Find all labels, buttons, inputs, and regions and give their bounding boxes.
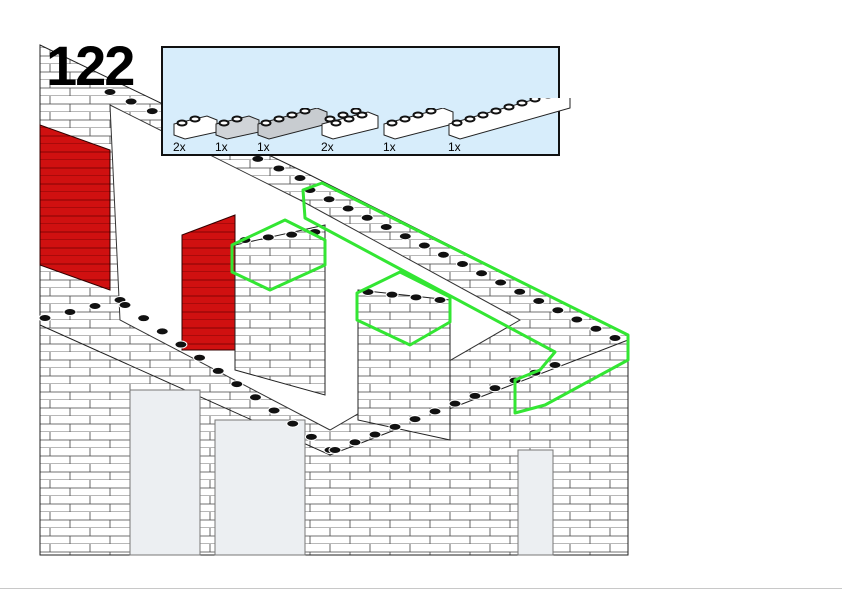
stud bbox=[385, 290, 399, 299]
stud bbox=[589, 324, 603, 333]
stud bbox=[408, 415, 422, 424]
highlight-brick-2x2-left bbox=[230, 218, 327, 292]
part-quantity: 2x bbox=[173, 140, 186, 154]
brick-icon bbox=[321, 108, 379, 140]
stud bbox=[211, 366, 225, 375]
brick-icon bbox=[448, 98, 571, 140]
stud-rows bbox=[38, 88, 622, 454]
stud bbox=[513, 287, 527, 296]
stud bbox=[398, 232, 412, 241]
model-structure bbox=[39, 44, 629, 556]
stud bbox=[551, 306, 565, 315]
stud bbox=[428, 407, 442, 416]
highlight-brick-2x2-right bbox=[355, 270, 452, 347]
stud bbox=[261, 233, 275, 242]
part-item: 1x bbox=[383, 108, 455, 154]
stud bbox=[379, 223, 393, 231]
transparent-window bbox=[517, 449, 554, 556]
stud bbox=[468, 391, 482, 400]
stud bbox=[272, 164, 286, 173]
stud bbox=[38, 314, 52, 322]
stud bbox=[348, 438, 362, 447]
white-pillar bbox=[357, 289, 451, 441]
stud bbox=[304, 432, 318, 441]
stud bbox=[388, 422, 402, 431]
part-item: 2x bbox=[173, 108, 219, 154]
stud bbox=[124, 97, 138, 106]
stud bbox=[475, 269, 489, 278]
stud bbox=[137, 314, 151, 323]
stud bbox=[248, 393, 262, 402]
stud bbox=[494, 278, 508, 287]
stud bbox=[63, 308, 77, 316]
stud bbox=[322, 195, 336, 204]
part-item: 1x bbox=[257, 108, 329, 154]
stud bbox=[433, 296, 447, 304]
transparent-window bbox=[129, 389, 201, 556]
step-number: 122 bbox=[46, 34, 135, 97]
stud bbox=[532, 297, 546, 305]
brick-icon bbox=[257, 108, 328, 140]
stud bbox=[456, 260, 469, 268]
part-item: 1x bbox=[448, 98, 572, 154]
stud bbox=[174, 340, 188, 349]
stud bbox=[155, 327, 169, 336]
parts-callout: 2x 1x 1x 2x 1x 1x bbox=[161, 46, 571, 156]
page-divider bbox=[0, 588, 842, 589]
part-quantity: 1x bbox=[215, 140, 228, 154]
stud bbox=[193, 353, 207, 362]
stud bbox=[145, 107, 159, 116]
stud bbox=[267, 406, 281, 415]
transparent-window bbox=[214, 419, 306, 556]
stud bbox=[360, 213, 374, 222]
stud bbox=[548, 361, 562, 369]
stud bbox=[570, 315, 584, 324]
stud bbox=[368, 430, 382, 439]
stud bbox=[103, 88, 117, 96]
red-brick-column bbox=[39, 124, 111, 291]
new-parts-highlight bbox=[230, 181, 630, 415]
stud bbox=[293, 174, 307, 182]
stud bbox=[285, 230, 299, 239]
part-quantity: 2x bbox=[321, 140, 334, 154]
part-quantity: 1x bbox=[448, 140, 461, 154]
stud bbox=[286, 419, 300, 428]
part-quantity: 1x bbox=[257, 140, 270, 154]
part-item: 2x bbox=[321, 108, 380, 154]
stud bbox=[448, 399, 462, 408]
stud bbox=[417, 241, 431, 250]
brick-icon bbox=[215, 115, 260, 140]
stud bbox=[230, 380, 244, 389]
stud bbox=[608, 334, 622, 342]
brick-icon bbox=[173, 115, 218, 140]
brick-icon bbox=[383, 108, 454, 140]
stud bbox=[251, 154, 265, 163]
white-pillar bbox=[234, 224, 326, 396]
red-brick-column bbox=[181, 214, 236, 351]
stud bbox=[88, 302, 102, 310]
stud bbox=[341, 204, 355, 213]
stud bbox=[118, 301, 132, 309]
stud bbox=[488, 384, 502, 393]
stud bbox=[328, 446, 342, 454]
part-item: 1x bbox=[215, 108, 261, 154]
highlight-wall-bricks bbox=[301, 181, 630, 415]
stud bbox=[409, 293, 423, 302]
stud bbox=[436, 250, 450, 259]
part-quantity: 1x bbox=[383, 140, 396, 154]
